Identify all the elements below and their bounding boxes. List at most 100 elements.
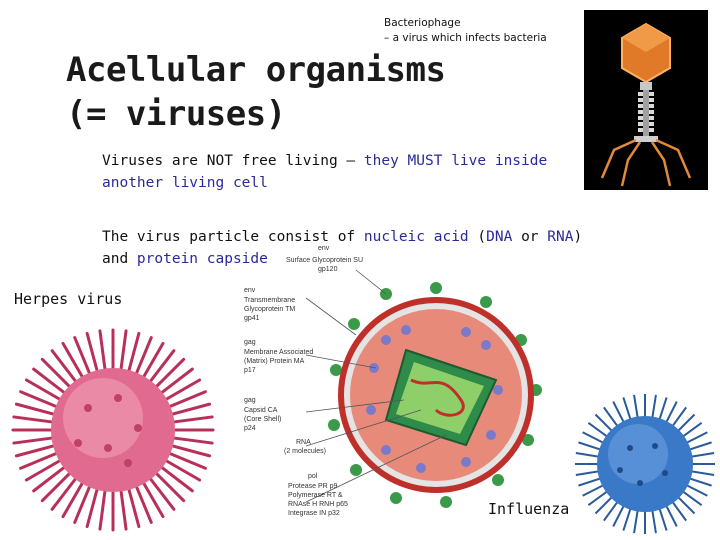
herpes-spike [24,456,67,482]
herpes-spike [50,472,82,511]
herpes-spike [118,329,128,377]
paragraph2-text-1: The virus particle consist of [102,229,364,245]
highlight-rna: RNA [547,229,574,245]
label-p24: p24 [244,425,256,432]
influenza-spike [582,431,607,445]
herpes-spike [19,390,64,411]
influenza-spike [587,489,610,506]
label-rna-2: (2 molecules) [284,448,326,455]
label-su: Surface Glycoprotein SU [286,257,363,264]
herpes-spike [32,461,71,493]
herpes-spike [85,331,101,379]
label-pr: Protease PR p9 [288,483,338,490]
herpes-spike [118,483,128,531]
hiv-diagram: env Surface Glycoprotein SU gp120 env Tr… [244,245,542,517]
label-pol: pol [308,473,318,480]
influenza-spike [633,394,640,421]
influenza-spike [657,397,668,423]
paragraph-particle: The virus particle consist of nucleic ac… [102,226,602,270]
herpes-spike [125,331,141,379]
herpes-spike [159,456,202,482]
paragraph2-text-3: or [512,229,548,245]
label-env-2: env [244,287,256,294]
influenza-spike [612,401,626,426]
herpes-spike [85,481,101,529]
paragraph2-text-2: ( [468,229,487,245]
herpes-spike [98,483,108,531]
influenza-spike [675,494,696,515]
influenza-spike [688,452,715,459]
influenza-spike [650,507,657,534]
paragraph1-highlight: they MUST live inside another living cel… [102,153,548,191]
label-gag-2: gag [244,397,256,404]
herpes-spike [144,349,176,388]
herpes-spike [155,367,194,399]
herpes-spike [139,476,165,519]
herpes-spike [12,415,60,425]
bacteriophage-image [584,10,708,190]
influenza-spike [675,413,696,434]
herpes-spike [73,336,94,381]
influenza-spike [578,476,604,487]
influenza-spike [683,483,708,497]
herpes-spike [144,472,176,511]
influenza-spike [680,422,703,439]
influenza-spike [578,441,604,452]
label-rt-2: RNAse H RNH p65 [288,501,348,508]
influenza-spike [686,476,712,487]
influenza-spike [683,431,708,445]
herpes-spike [14,402,62,418]
label-in: Integrase IN p32 [288,510,340,517]
herpes-spike [166,435,214,445]
herpes-spike [61,341,87,384]
influenza-spike [582,483,607,497]
influenza-spike [622,505,633,531]
herpes-spike [12,435,60,445]
herpes-spike [24,378,67,404]
title-line-1: Acellular organisms [66,50,446,90]
influenza-spike [603,499,620,522]
page-title: Acellular organisms (= viruses) [66,48,446,136]
paragraph2-line-1: The virus particle consist of nucleic ac… [102,226,602,248]
influenza-spike [670,406,687,429]
label-tm: Transmembrane [244,297,295,304]
influenza-spike [650,394,657,421]
herpes-virus-image [11,328,215,532]
label-ma-2: (Matrix) Protein MA [244,358,305,365]
label-ca: Capsid CA [244,407,278,414]
influenza-spike [575,452,602,459]
herpes-spike [150,467,186,503]
herpes-spike [132,336,153,381]
herpes-virus-label: Herpes virus [14,290,123,308]
bacteriophage-subtitle: – a virus which infects bacteria [384,32,547,44]
influenza-spike [670,499,687,522]
title-line-2: (= viruses) [66,94,286,134]
influenza-spike [664,401,678,426]
highlight-protein-capside: protein capside [136,251,268,267]
label-p17: p17 [244,367,256,374]
paragraph2-text-4: ) [573,229,583,245]
herpes-spike [162,390,207,411]
herpes-spike [162,449,207,470]
influenza-spike [603,406,620,429]
influenza-spike [612,502,626,527]
label-rna: RNA [296,439,311,446]
influenza-spike [633,507,640,534]
herpes-spike [166,415,214,425]
paragraph1-text: Viruses are NOT free living – [102,153,364,169]
herpes-spike [155,461,194,493]
herpes-spike [14,442,62,458]
herpes-spike [32,367,71,399]
paragraph2-text-5: and [102,251,137,267]
herpes-spike [164,402,212,418]
label-gag-1: gag [244,339,256,346]
paragraph2-line-2: and protein capside [102,248,602,270]
influenza-spike [587,422,610,439]
herpes-spike [40,467,76,503]
label-tm-2: Glycoprotein TM [244,306,295,313]
label-ca-2: (Core Shell) [244,416,281,423]
influenza-spike [622,397,633,423]
influenza-spike [575,469,602,476]
influenza-spike [688,469,715,476]
label-gp120: gp120 [318,266,338,273]
